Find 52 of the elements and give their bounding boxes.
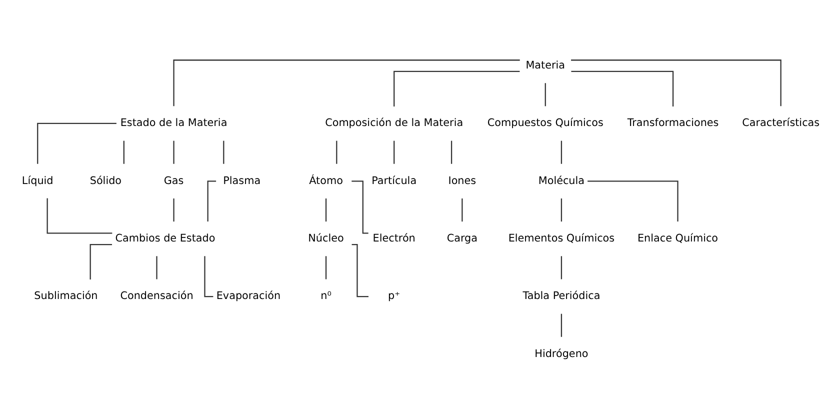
- node-text: Núcleo: [308, 232, 344, 244]
- connector: [207, 180, 216, 222]
- connector: [394, 140, 395, 164]
- node-text: Átomo: [309, 174, 343, 186]
- node-text: Molécula: [538, 174, 585, 186]
- connector: [394, 70, 520, 106]
- node-text: Estado de la Materia: [120, 116, 228, 129]
- node-text: Líquid: [22, 174, 54, 186]
- connector: [560, 140, 562, 164]
- connector: [46, 198, 112, 234]
- node-text: Condensación: [120, 290, 194, 302]
- connector: [560, 313, 562, 336]
- connector: [571, 70, 674, 106]
- connector: [544, 82, 546, 106]
- connector: [588, 180, 678, 222]
- connector: [336, 140, 338, 164]
- connector: [325, 256, 327, 279]
- node-text: Características: [742, 116, 820, 129]
- node-text: p⁺: [388, 290, 400, 302]
- connector: [156, 256, 158, 279]
- connector: [173, 59, 520, 106]
- connector: [571, 59, 782, 106]
- node-text: Carga: [446, 232, 478, 244]
- node-text: Gas: [164, 174, 184, 186]
- connector: [173, 140, 174, 164]
- node-text: Electrón: [372, 232, 416, 244]
- node-text: Evaporación: [216, 290, 281, 302]
- node-text: Sólido: [90, 174, 122, 186]
- connector: [560, 198, 562, 222]
- node-text: Composición de la Materia: [325, 116, 464, 129]
- connector: [90, 243, 112, 279]
- node-text: Materia: [526, 58, 566, 71]
- node-text: n⁰: [320, 290, 332, 302]
- node-text: Hidrógeno: [534, 347, 588, 360]
- connector: [223, 140, 224, 164]
- connector: [325, 198, 327, 222]
- connector: [37, 122, 116, 164]
- connector: [450, 140, 452, 164]
- node-text: Enlace Químico: [637, 232, 718, 244]
- node-text: Transformaciones: [627, 116, 719, 129]
- connector: [123, 140, 124, 164]
- node-text: Plasma: [223, 174, 261, 186]
- connector: [173, 198, 174, 222]
- node-text: Compuestos Químicos: [487, 116, 604, 129]
- node-text: Tabla Periódica: [522, 290, 600, 302]
- node-text: Cambios de Estado: [115, 232, 216, 244]
- connector: [560, 256, 562, 279]
- connector: [462, 198, 463, 222]
- node-text: Elementos Químicos: [508, 232, 615, 244]
- node-text: Sublimación: [34, 290, 98, 302]
- node-text: Iones: [448, 174, 476, 186]
- node-text: Partícula: [372, 174, 417, 186]
